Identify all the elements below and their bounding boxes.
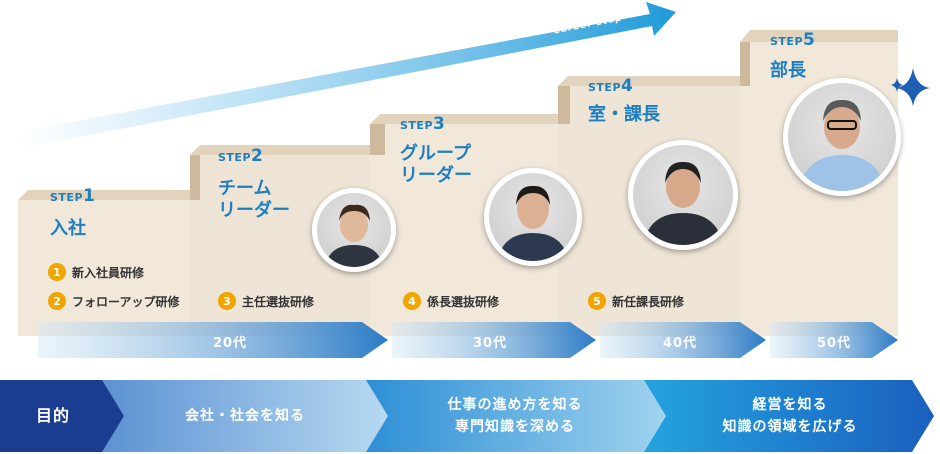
training-num-1: 1 bbox=[48, 263, 66, 281]
training-label-1: 新入社員研修 bbox=[72, 265, 145, 280]
training-label-2: フォローアップ研修 bbox=[72, 294, 180, 309]
training-label-3: 主任選抜研修 bbox=[242, 294, 315, 309]
age-label-20: 20代 bbox=[212, 336, 248, 351]
purpose-3: 経営を知る 知識の領域を広げる bbox=[722, 397, 858, 435]
age-arrow-30 bbox=[392, 322, 596, 358]
training-num-2: 2 bbox=[48, 292, 66, 310]
step-label-4: STEP4 bbox=[588, 76, 634, 96]
training-label-5: 新任課長研修 bbox=[612, 294, 685, 309]
step-label-2: STEP2 bbox=[218, 146, 264, 166]
training-num-3: 3 bbox=[218, 292, 236, 310]
step-label-3: STEP3 bbox=[400, 114, 446, 134]
avatar-step-5 bbox=[783, 78, 901, 196]
age-label-50: 50代 bbox=[816, 336, 852, 351]
purpose-2: 仕事の進め方を知る 専門知識を深める bbox=[447, 397, 583, 435]
age-label-30: 30代 bbox=[472, 336, 508, 351]
training-1: 1 新入社員研修 bbox=[48, 263, 144, 281]
sparkle-icon bbox=[896, 68, 930, 106]
purpose-1: 会社・社会を知る bbox=[185, 408, 305, 424]
step-title-5: 部長 bbox=[770, 60, 806, 81]
training-label-4: 係長選抜研修 bbox=[427, 294, 500, 309]
age-label-40: 40代 bbox=[662, 336, 698, 351]
step-title-4: 室・課長 bbox=[588, 104, 660, 125]
age-arrow-50 bbox=[770, 322, 898, 358]
step-label-5: STEP5 bbox=[770, 30, 816, 50]
avatar-step-4 bbox=[628, 140, 738, 250]
purpose-label-block bbox=[0, 380, 124, 452]
step-box-1 bbox=[18, 190, 210, 336]
training-5: 5 新任課長研修 bbox=[588, 292, 684, 310]
step-title-2: チーム リーダー bbox=[218, 178, 290, 221]
avatar-step-3 bbox=[484, 168, 582, 266]
purpose-label: 目的 bbox=[35, 406, 70, 425]
purpose-band-2 bbox=[366, 380, 690, 452]
training-4: 4 係長選抜研修 bbox=[403, 292, 499, 310]
step-label-1: STEP1 bbox=[50, 186, 96, 206]
step-title-3: グループ リーダー bbox=[400, 143, 472, 186]
training-2: 2 フォローアップ研修 bbox=[48, 292, 180, 310]
training-num-4: 4 bbox=[403, 292, 421, 310]
purpose-band-3 bbox=[644, 380, 934, 452]
age-arrow-20 bbox=[38, 322, 388, 358]
avatar-step-2 bbox=[312, 188, 396, 272]
career-arrow bbox=[18, 2, 676, 148]
age-arrow-40 bbox=[600, 322, 766, 358]
step-title-1: 入社 bbox=[50, 218, 86, 239]
training-3: 3 主任選抜研修 bbox=[218, 292, 314, 310]
training-num-5: 5 bbox=[588, 292, 606, 310]
